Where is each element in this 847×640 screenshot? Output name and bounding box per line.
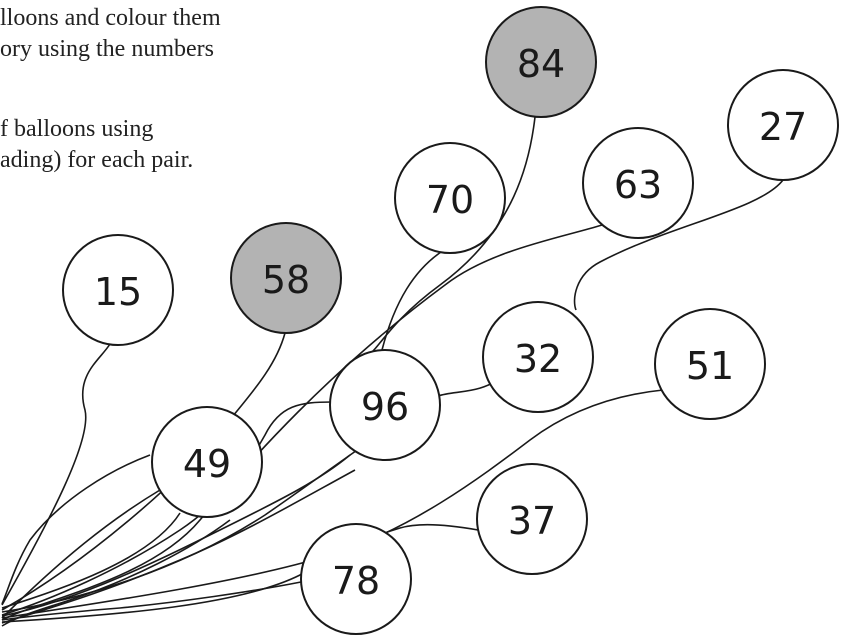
balloon-string bbox=[1, 389, 664, 619]
balloon-49: 49 bbox=[151, 406, 263, 518]
balloon-27: 27 bbox=[727, 69, 839, 181]
balloon-string bbox=[1, 224, 603, 621]
balloon-string bbox=[573, 179, 784, 311]
balloon-circle bbox=[582, 127, 694, 239]
balloon-number: 96 bbox=[361, 385, 409, 429]
balloon-string bbox=[1, 519, 231, 627]
balloon-circle bbox=[485, 6, 597, 118]
instruction-line-4: ading) for each pair. bbox=[0, 147, 194, 173]
balloon-string bbox=[1, 454, 151, 605]
balloon-15: 15 bbox=[62, 234, 174, 346]
balloon-number: 70 bbox=[426, 178, 474, 222]
balloon-string bbox=[1, 343, 111, 606]
balloon-37: 37 bbox=[476, 463, 588, 575]
balloon-string bbox=[1, 489, 161, 619]
balloon-number: 49 bbox=[183, 442, 231, 486]
balloon-circle bbox=[482, 301, 594, 413]
balloon-number: 51 bbox=[686, 344, 734, 388]
balloon-circle bbox=[230, 222, 342, 334]
balloon-circle bbox=[329, 349, 441, 461]
balloon-string bbox=[1, 454, 351, 617]
balloon-number: 78 bbox=[332, 559, 380, 603]
balloon-number: 37 bbox=[508, 499, 556, 543]
balloon-string bbox=[1, 469, 356, 624]
balloon-number: 15 bbox=[94, 270, 142, 314]
balloon-circle bbox=[300, 523, 412, 635]
balloon-51: 51 bbox=[654, 308, 766, 420]
balloon-circle bbox=[151, 406, 263, 518]
balloon-number: 58 bbox=[262, 258, 310, 302]
balloon-70: 70 bbox=[394, 142, 506, 254]
balloon-string bbox=[1, 581, 302, 621]
balloon-string bbox=[381, 251, 442, 351]
balloon-58: 58 bbox=[230, 222, 342, 334]
balloon-circle bbox=[727, 69, 839, 181]
balloon-number: 32 bbox=[514, 337, 562, 381]
balloon-circle bbox=[62, 234, 174, 346]
instruction-line-1: lloons and colour them bbox=[0, 5, 221, 31]
balloon-number: 27 bbox=[759, 105, 807, 149]
balloon-circle bbox=[394, 142, 506, 254]
balloon-circle bbox=[476, 463, 588, 575]
balloon-96: 96 bbox=[329, 349, 441, 461]
balloon-84: 84 bbox=[485, 6, 597, 118]
balloon-78: 78 bbox=[300, 523, 412, 635]
balloon-group: 84 27 63 70 15 58 32 51 96 49 37 78 bbox=[62, 6, 839, 635]
instruction-line-2: ory using the numbers bbox=[0, 36, 214, 62]
balloon-32: 32 bbox=[482, 301, 594, 413]
balloon-63: 63 bbox=[582, 127, 694, 239]
balloon-number: 84 bbox=[517, 42, 565, 86]
instruction-line-3: f balloons using bbox=[0, 116, 154, 142]
balloon-number: 63 bbox=[614, 163, 662, 207]
balloon-string bbox=[1, 512, 181, 609]
balloon-circle bbox=[654, 308, 766, 420]
